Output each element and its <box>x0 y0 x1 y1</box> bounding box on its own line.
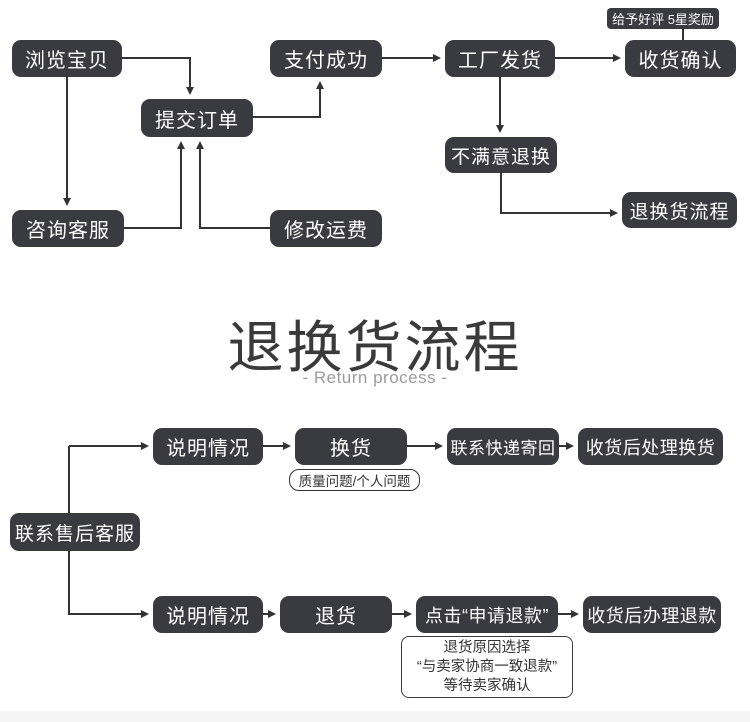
note-refund-line3: 等待卖家确认 <box>443 677 531 694</box>
connector-submit-to-pay <box>253 81 324 118</box>
node-confirm-receipt: 收货确认 <box>625 40 736 77</box>
connector-modify-to-submit <box>196 141 270 229</box>
node-exchange-goods: 换货 <box>295 428 407 465</box>
node-courier-return: 联系快递寄回 <box>447 428 559 465</box>
tag-exchange-reason: 质量问题/个人问题 <box>289 469 420 491</box>
node-handle-exchange: 收货后处理换货 <box>578 428 723 465</box>
note-refund-line1: 退货原因选择 <box>443 639 531 656</box>
note-refund-line2: “与卖家协商一致退款” <box>416 658 558 675</box>
connector-unsatisfied-to-returnflow <box>500 173 618 217</box>
node-unsatisfied-return: 不满意退换 <box>445 137 557 173</box>
node-explain-situation-refund: 说明情况 <box>153 596 263 633</box>
node-payment-success: 支付成功 <box>270 40 382 77</box>
node-return-flow-link: 退换货流程 <box>622 192 737 228</box>
node-factory-ship: 工厂发货 <box>445 40 555 77</box>
footer-strip <box>0 711 750 722</box>
node-submit-order: 提交订单 <box>141 99 253 137</box>
section-title: 退换货流程 <box>227 316 523 379</box>
node-click-apply-refund: 点击“申请退款” <box>416 596 558 633</box>
node-consult-service: 咨询客服 <box>12 210 124 247</box>
node-browse-item: 浏览宝贝 <box>12 40 122 77</box>
connector-consult-to-submit <box>124 141 185 229</box>
tag-five-star-reward: 给予好评 5星奖励 <box>607 8 719 29</box>
note-refund-reason: 退货原因选择 “与卖家协商一致退款” 等待卖家确认 <box>401 636 573 698</box>
node-handle-refund: 收货后办理退款 <box>583 596 721 633</box>
node-modify-shipping: 修改运费 <box>270 210 382 247</box>
connector-browse-to-submit <box>122 57 194 95</box>
node-contact-aftersales: 联系售后客服 <box>10 513 140 551</box>
node-return-goods: 退货 <box>280 596 392 633</box>
section-subtitle: - Return process - <box>302 368 448 387</box>
node-explain-situation-exchange: 说明情况 <box>153 428 263 465</box>
